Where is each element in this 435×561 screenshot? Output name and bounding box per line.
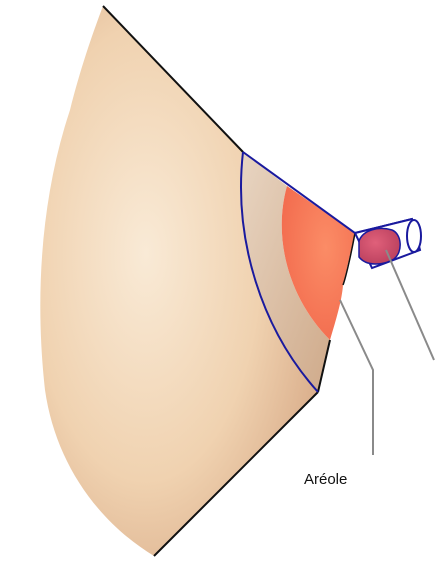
- areole-label: Aréole: [304, 471, 347, 488]
- shield-tube-opening: [407, 220, 421, 252]
- areole-pointer-line: [340, 300, 373, 455]
- nipple: [359, 228, 400, 264]
- nipple-pointer-line: [386, 250, 434, 360]
